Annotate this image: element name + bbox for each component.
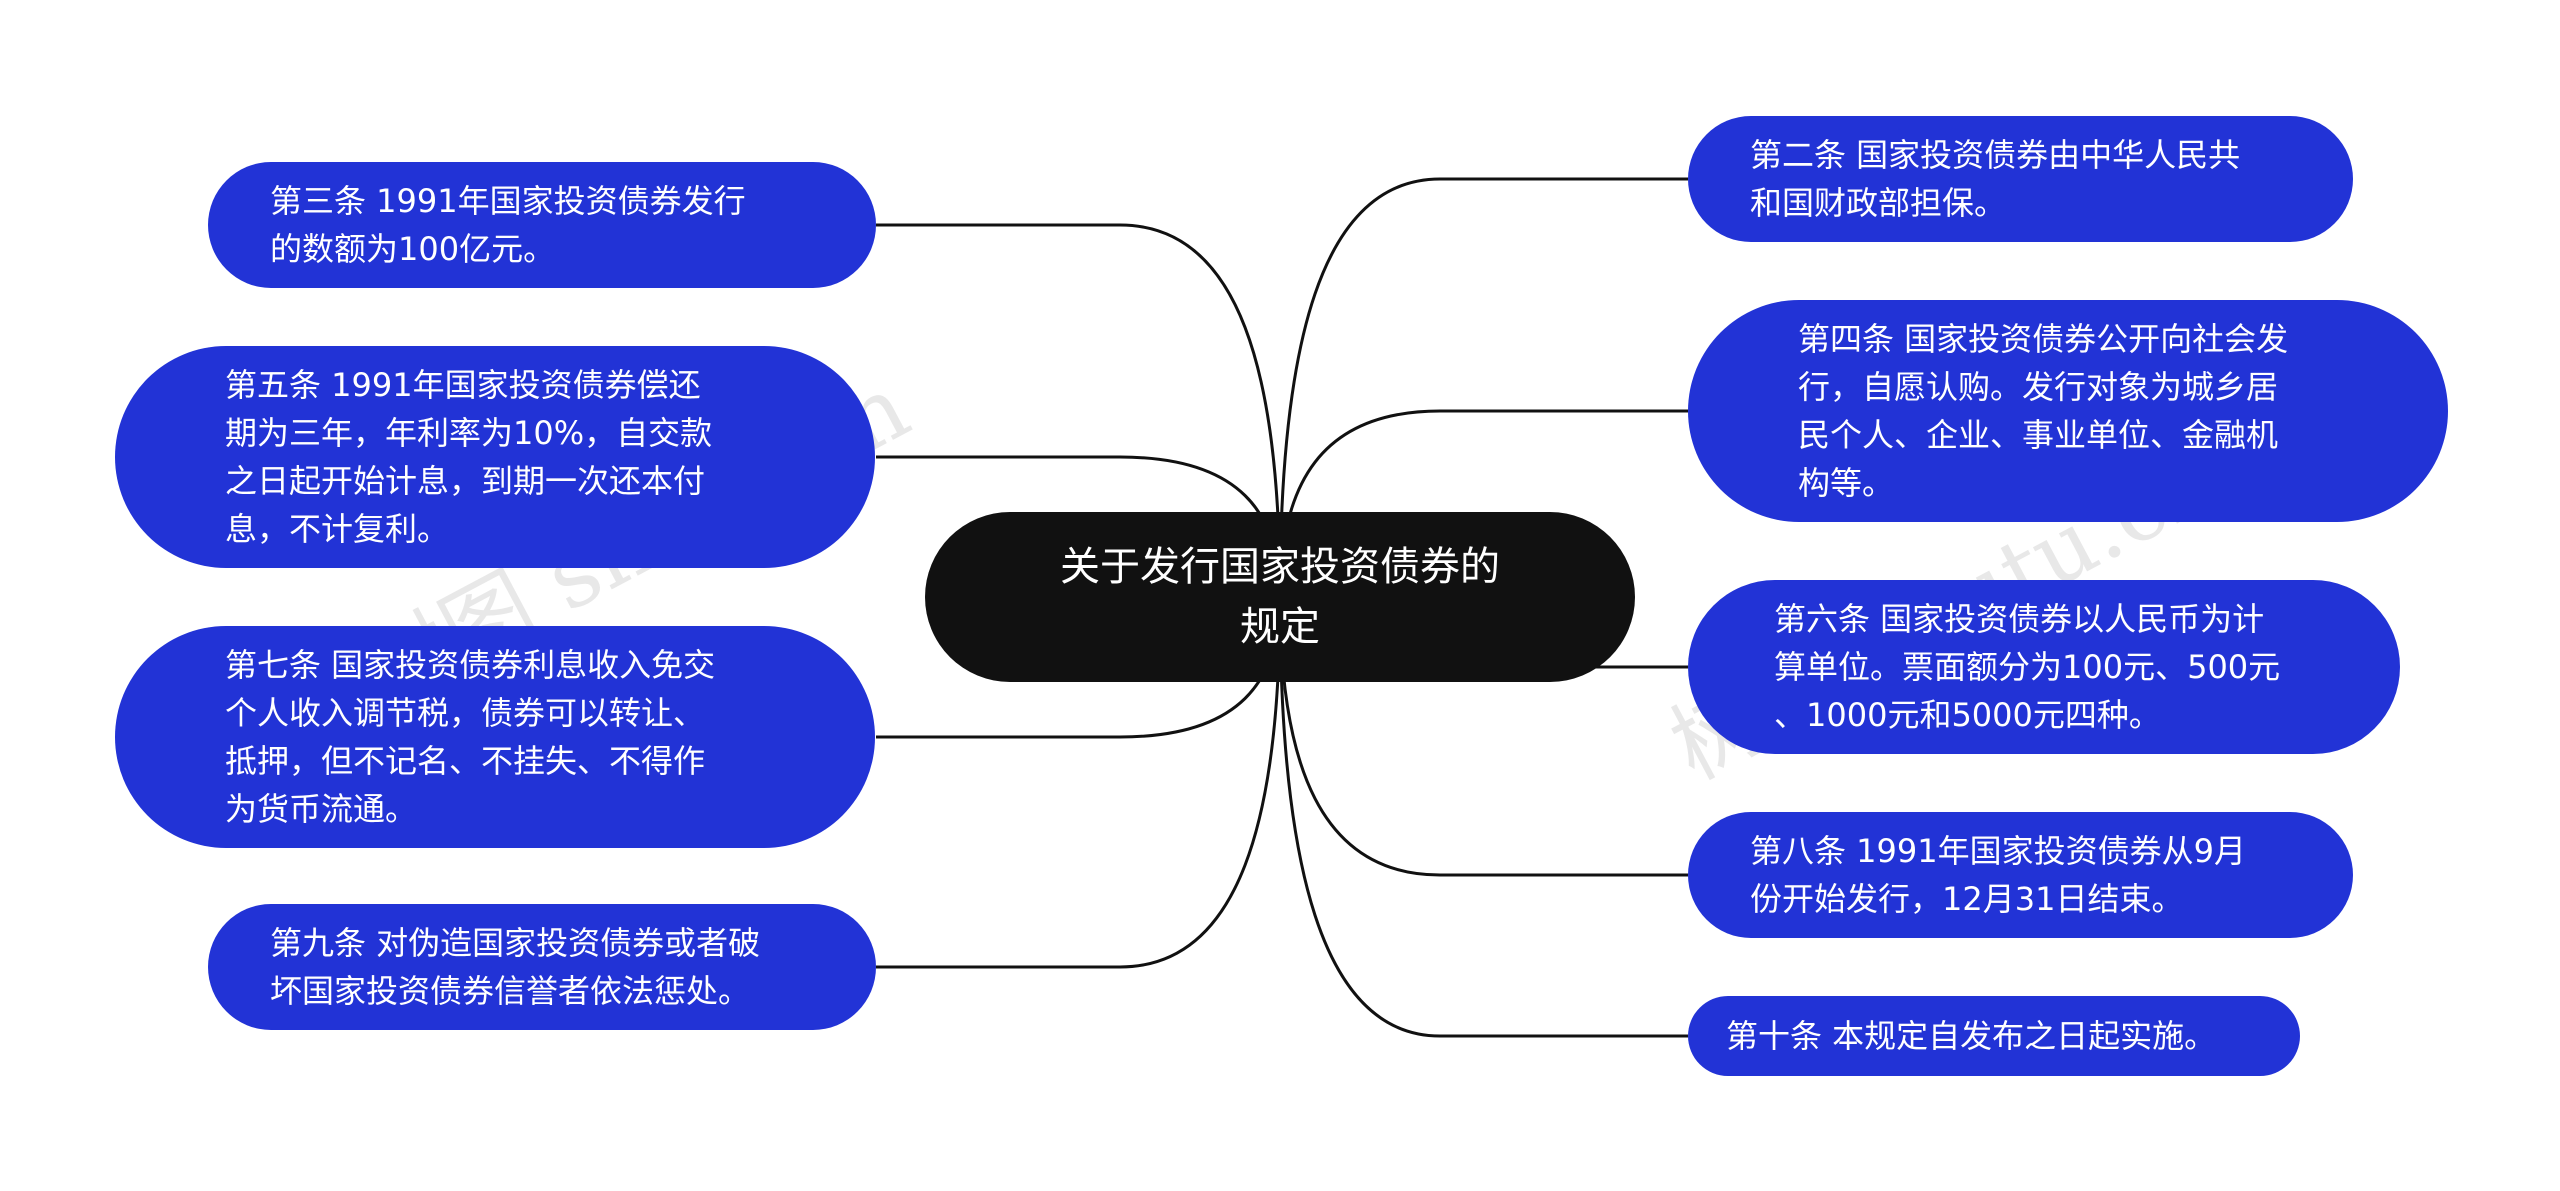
link-article-2 [1278,177,1688,598]
node-article-3-label: 第三条 1991年国家投资债券发行 的数额为100亿元。 [270,182,746,268]
node-article-7-label: 第七条 国家投资债券利息收入免交 个人收入调节税，债券可以转让、 抵押，但不记名… [225,646,716,828]
node-article-8-label: 第八条 1991年国家投资债券从9月 份开始发行，12月31日结束。 [1750,832,2246,918]
node-article-9-label: 第九条 对伪造国家投资债券或者破 坏国家投资债券信誉者依法惩处。 [270,924,761,1010]
node-article-9[interactable]: 第九条 对伪造国家投资债券或者破 坏国家投资债券信誉者依法惩处。 [208,904,876,1030]
link-article-3 [876,223,1282,598]
node-article-2-label: 第二条 国家投资债券由中华人民共 和国财政部担保。 [1750,136,2241,222]
node-article-6-label: 第六条 国家投资债券以人民币为计 算单位。票面额分为100元、500元 、100… [1774,600,2281,734]
node-article-6[interactable]: 第六条 国家投资债券以人民币为计 算单位。票面额分为100元、500元 、100… [1688,580,2400,754]
link-article-10 [1278,596,1688,1038]
node-article-5-label: 第五条 1991年国家投资债券偿还 期为三年，年利率为10%，自交款 之日起开始… [225,366,713,548]
node-article-3[interactable]: 第三条 1991年国家投资债券发行 的数额为100亿元。 [208,162,876,288]
node-article-7[interactable]: 第七条 国家投资债券利息收入免交 个人收入调节税，债券可以转让、 抵押，但不记名… [115,626,875,848]
node-article-10-label: 第十条 本规定自发布之日起实施。 [1726,1017,2217,1055]
link-article-9 [876,596,1282,969]
node-article-5[interactable]: 第五条 1991年国家投资债券偿还 期为三年，年利率为10%，自交款 之日起开始… [115,346,875,568]
node-article-4[interactable]: 第四条 国家投资债券公开向社会发 行，自愿认购。发行对象为城乡居 民个人、企业、… [1688,300,2448,522]
central-topic[interactable]: 关于发行国家投资债券的 规定 [925,512,1635,682]
node-article-8[interactable]: 第八条 1991年国家投资债券从9月 份开始发行，12月31日结束。 [1688,812,2353,938]
central-topic-label: 关于发行国家投资债券的 规定 [1060,544,1500,650]
node-article-4-label: 第四条 国家投资债券公开向社会发 行，自愿认购。发行对象为城乡居 民个人、企业、… [1798,320,2289,502]
node-article-10[interactable]: 第十条 本规定自发布之日起实施。 [1688,996,2300,1076]
node-article-2[interactable]: 第二条 国家投资债券由中华人民共 和国财政部担保。 [1688,116,2353,242]
